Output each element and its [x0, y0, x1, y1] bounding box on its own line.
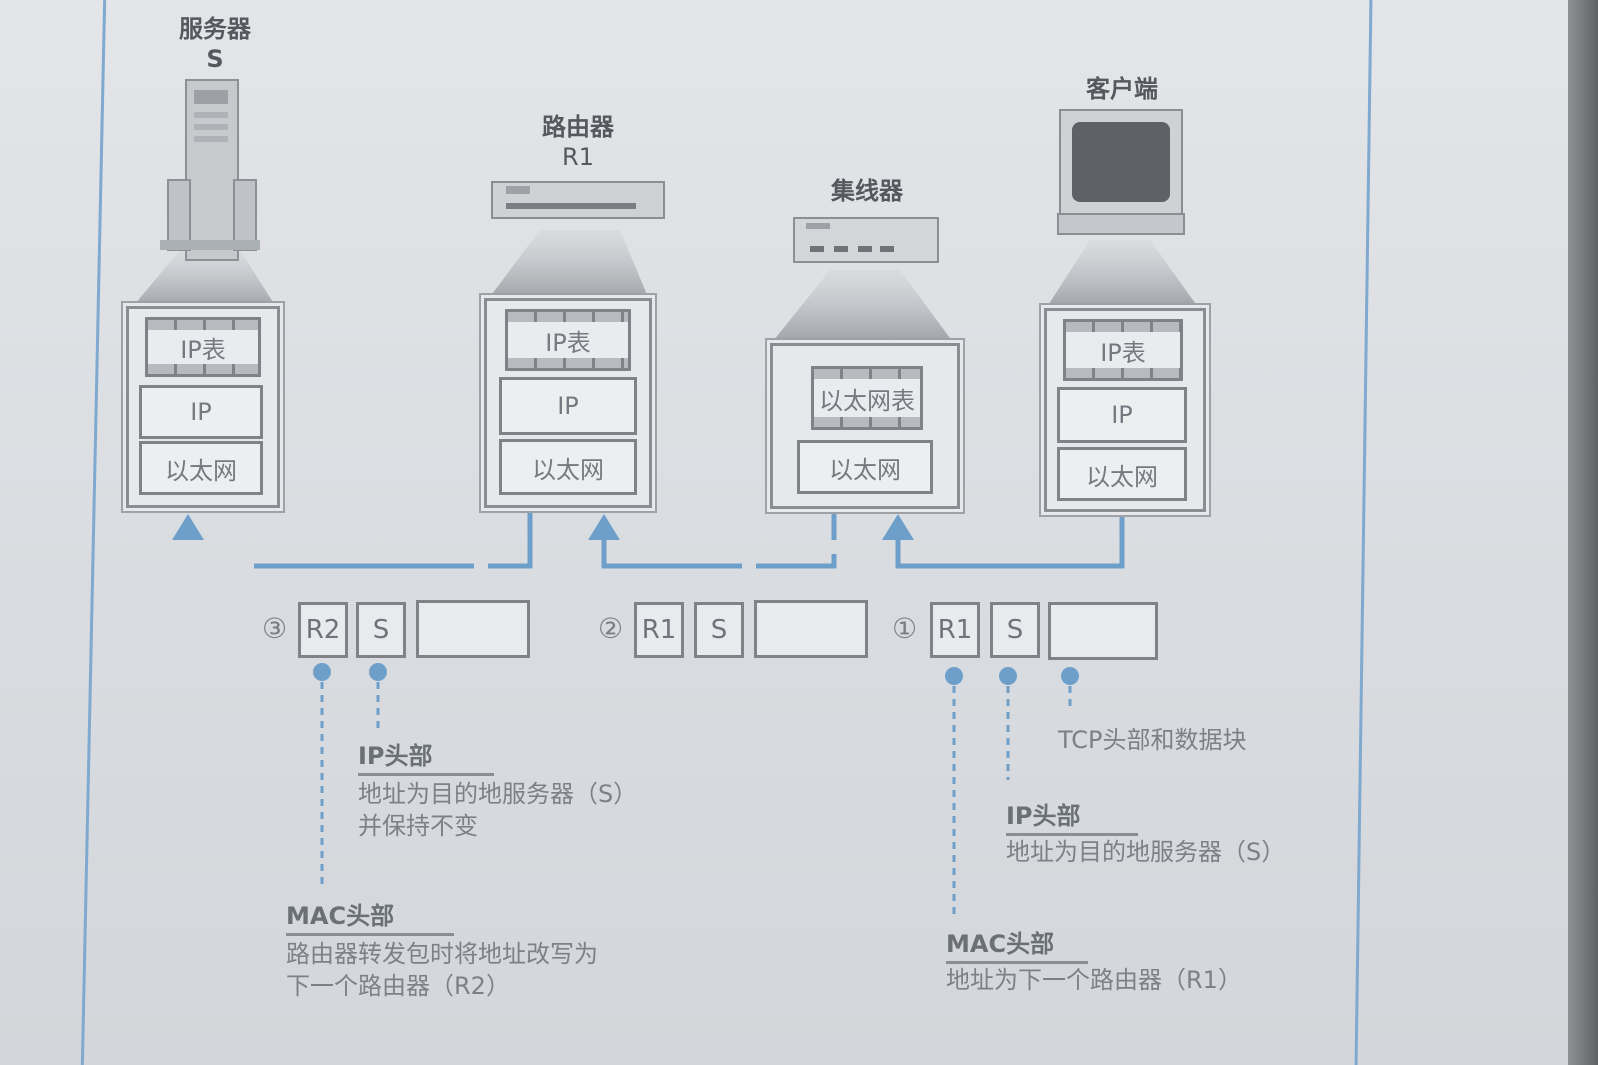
pin-right-tcp [1061, 667, 1079, 685]
right-tcp-data-label: TCP头部和数据块 [1058, 726, 1247, 754]
client-monitor-icon [1057, 109, 1185, 235]
hub-cone [770, 270, 955, 345]
arrow-head-hub [882, 514, 914, 540]
flow-line-hub-router [601, 512, 837, 569]
right-mac-header-title: MAC头部 [946, 924, 1088, 964]
router-ethernet-layer: 以太网 [499, 439, 637, 495]
server-ip-layer: IP [139, 385, 263, 439]
packet-3-tcp-data [416, 600, 530, 658]
server-protocol-stack: IP表 IP 以太网 [126, 306, 280, 508]
packet-3-number: ③ [262, 612, 288, 645]
pin-right-ip [999, 667, 1017, 685]
right-mac-header-desc: 地址为下一个路由器（R1） [946, 966, 1242, 994]
router-icon [491, 181, 665, 219]
packet-3-ip-header: S [356, 602, 406, 658]
right-ip-header-title: IP头部 [1006, 796, 1138, 836]
server-cone [130, 250, 278, 310]
client-ip-layer: IP [1057, 387, 1187, 443]
client-label: 客户端 [1086, 75, 1158, 103]
server-label: 服务器 S [179, 15, 251, 73]
router-cone [486, 230, 650, 302]
arrow-head-server [172, 514, 204, 540]
router-protocol-stack: IP表 IP 以太网 [484, 298, 652, 508]
packet-2-tcp-data [754, 600, 868, 658]
packet-1-tcp-data [1048, 602, 1158, 660]
hub-label: 集线器 [831, 177, 903, 205]
left-mac-header-title: MAC头部 [286, 896, 454, 936]
server-ethernet-layer: 以太网 [139, 441, 263, 495]
client-cone [1045, 240, 1200, 310]
pin-left-ip [369, 663, 387, 681]
server-icon [160, 79, 260, 261]
client-ethernet-layer: 以太网 [1057, 447, 1187, 501]
right-ip-header-desc: 地址为目的地服务器（S） [1006, 838, 1286, 866]
server-ip-table-layer: IP表 [145, 317, 261, 377]
packet-1-number: ① [892, 612, 918, 645]
hub-icon [793, 217, 939, 263]
arrow-head-router [588, 514, 620, 540]
router-ip-table-layer: IP表 [505, 309, 631, 371]
router-label: 路由器 R1 [542, 113, 614, 171]
page-edge-shadow [1568, 0, 1598, 1065]
flow-line-router-server [185, 508, 533, 569]
packet-2-ip-header: S [694, 602, 744, 658]
hub-ethernet-table-layer: 以太网表 [811, 366, 923, 430]
hub-protocol-stack: 以太网表 以太网 [770, 343, 960, 509]
packet-1-mac-header: R1 [930, 602, 980, 658]
flow-line-client-hub [895, 515, 1125, 569]
client-protocol-stack: IP表 IP 以太网 [1044, 308, 1206, 512]
pin-left-mac [313, 663, 331, 681]
left-mac-header-desc: 路由器转发包时将地址改写为 下一个路由器（R2） [286, 940, 598, 1000]
pin-right-mac [945, 667, 963, 685]
router-ip-layer: IP [499, 377, 637, 435]
packet-2-number: ② [598, 612, 624, 645]
packet-2-mac-header: R1 [634, 602, 684, 658]
packet-1-ip-header: S [990, 602, 1040, 658]
left-ip-header-title: IP头部 [358, 736, 494, 776]
hub-ethernet-layer: 以太网 [797, 440, 933, 494]
left-ip-header-desc: 地址为目的地服务器（S） 并保持不变 [358, 780, 638, 840]
packet-3-mac-header: R2 [298, 602, 348, 658]
client-ip-table-layer: IP表 [1063, 319, 1183, 381]
